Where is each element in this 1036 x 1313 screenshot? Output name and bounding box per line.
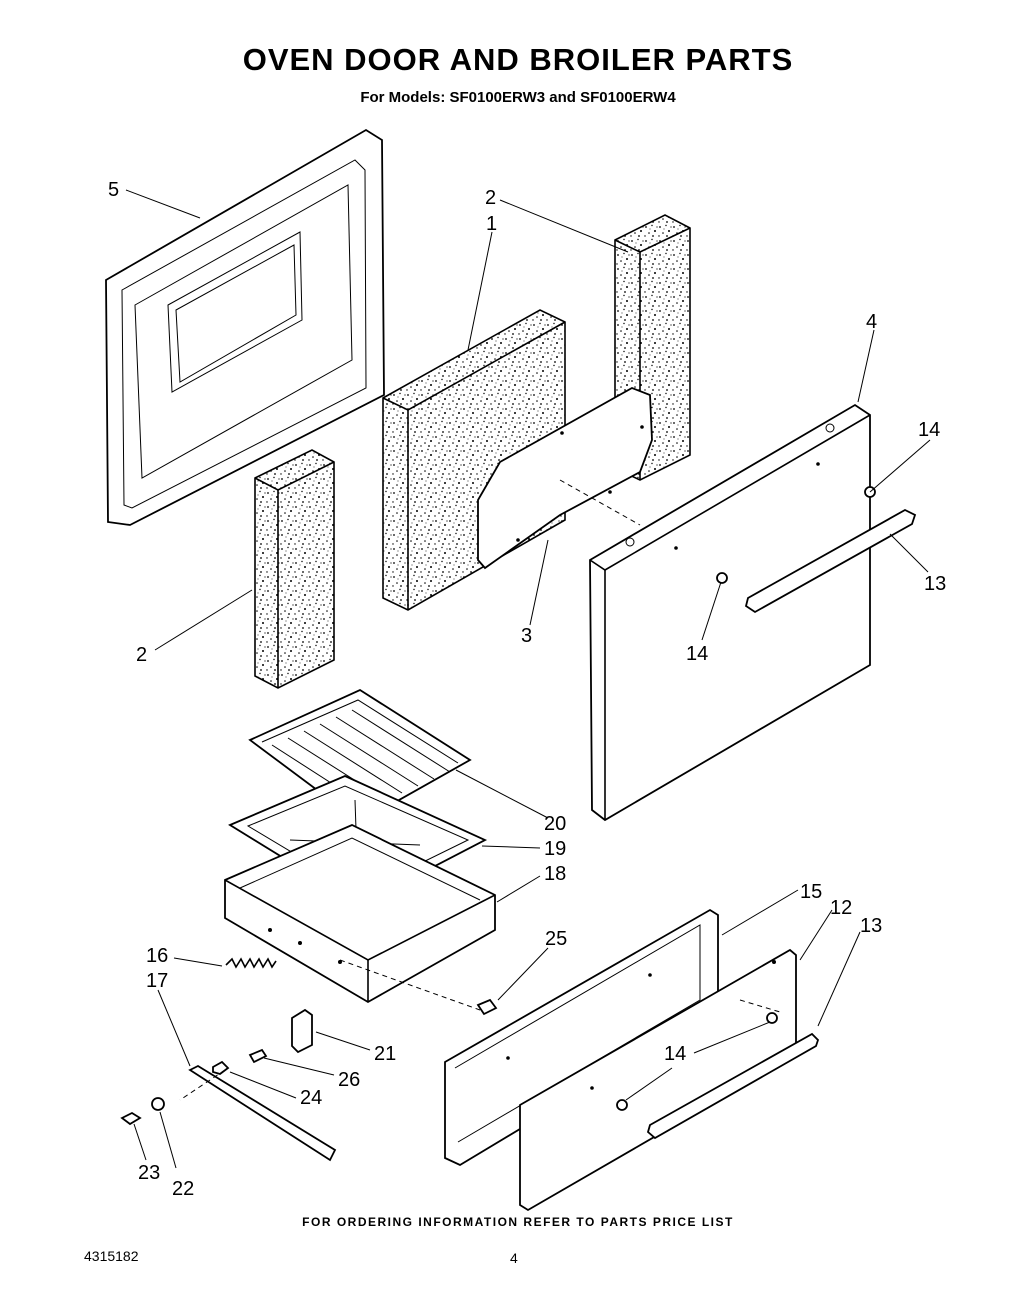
callout-label: 13 (860, 915, 882, 937)
insulation-block-left (254, 449, 335, 689)
callout-label: 1 (486, 213, 497, 235)
outer-door-panel (589, 403, 871, 822)
page-number: 4 (510, 1250, 518, 1266)
inner-door-panel (105, 128, 385, 526)
callout-label: 15 (800, 881, 822, 903)
callout-label: 21 (374, 1043, 396, 1065)
broiler-spring (225, 957, 277, 969)
clip (476, 998, 498, 1016)
bracket (291, 1008, 313, 1054)
callout-labels: 5 2 1 4 14 13 14 2 3 20 19 18 15 12 13 2… (108, 179, 946, 1200)
page-title: OVEN DOOR AND BROILER PARTS (242, 42, 794, 77)
callout-label: 14 (664, 1043, 686, 1065)
callout-label: 18 (544, 863, 566, 885)
leader-lines (125, 189, 931, 1169)
callout-label: 16 (146, 945, 168, 967)
callout-label: 14 (686, 643, 708, 665)
callout-label: 3 (521, 625, 532, 647)
callout-label: 13 (924, 573, 946, 595)
callout-label: 14 (918, 419, 940, 441)
callout-label: 12 (830, 897, 852, 919)
fasteners (120, 1048, 268, 1126)
callout-label: 19 (544, 838, 566, 860)
callout-label: 25 (545, 928, 567, 950)
model-subtitle: For Models: SF0100ERW3 and SF0100ERW4 (360, 89, 676, 106)
oven-door-handle (716, 486, 917, 614)
callout-label: 23 (138, 1162, 160, 1184)
callout-label: 2 (485, 187, 496, 209)
broiler-pan (224, 824, 496, 1004)
callout-label: 5 (108, 179, 119, 201)
document-number: 4315182 (84, 1248, 139, 1264)
callout-label: 26 (338, 1069, 360, 1091)
hinge-rod (188, 1064, 337, 1162)
callout-label: 24 (300, 1087, 322, 1109)
callout-label: 2 (136, 644, 147, 666)
drawer-handle (616, 1012, 820, 1140)
callout-label: 22 (172, 1178, 194, 1200)
insulation-retainer (477, 387, 653, 570)
ordering-note: FOR ORDERING INFORMATION REFER TO PARTS … (302, 1215, 734, 1229)
callout-label: 4 (866, 311, 877, 333)
callout-label: 20 (544, 813, 566, 835)
callout-label: 17 (146, 970, 168, 992)
